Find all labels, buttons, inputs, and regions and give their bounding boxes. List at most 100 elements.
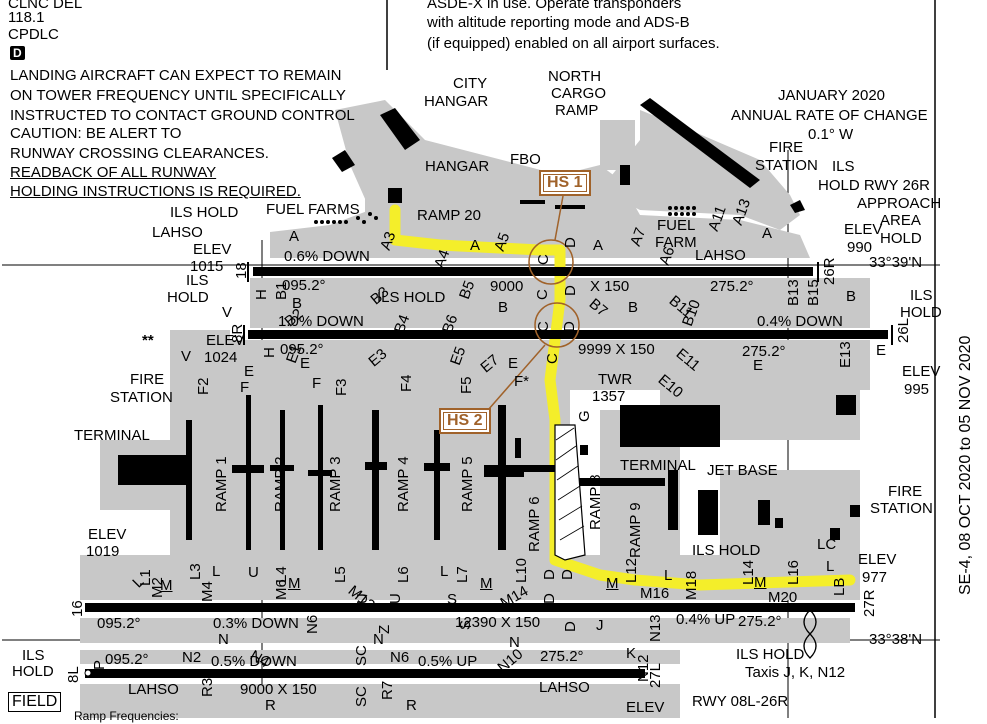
cpdlc-label: CPDLC bbox=[8, 26, 59, 43]
runways bbox=[85, 267, 888, 678]
ils-hold-26r-1: ILS bbox=[832, 158, 855, 175]
taxiway-e-mid: E bbox=[508, 355, 519, 372]
variation-label: ANNUAL RATE OF CHANGE bbox=[731, 107, 928, 124]
taxiway-a-east: A bbox=[593, 237, 604, 254]
taxiway-l6: L6 bbox=[395, 566, 412, 583]
ramp-20-label: RAMP 20 bbox=[417, 207, 481, 224]
elev-977-value: 977 bbox=[862, 569, 888, 586]
taxiway-b-far-east: B bbox=[846, 288, 857, 305]
hot-spot-hs1[interactable]: HS 1 bbox=[539, 170, 591, 196]
taxiway-b-mid: B bbox=[498, 299, 509, 316]
city-hangar-label-1: CITY bbox=[453, 75, 488, 92]
taxiway-d-south4: D bbox=[562, 621, 579, 632]
taxiway-j: J bbox=[596, 617, 604, 634]
hot-spot-hs2[interactable]: HS 2 bbox=[439, 408, 491, 434]
taxiway-n-mid: N bbox=[373, 631, 384, 648]
runway-end-8l: 8L bbox=[65, 666, 82, 683]
ramp-5-label: RAMP 5 bbox=[459, 456, 476, 512]
taxiway-l-mid2: L bbox=[440, 563, 449, 580]
ils-hold-26r-2: HOLD RWY 26R bbox=[818, 177, 930, 194]
ramp-3-label: RAMP 3 bbox=[327, 456, 344, 512]
taxiway-a-west: A bbox=[289, 228, 300, 245]
taxiway-u: U bbox=[387, 593, 404, 604]
heading-275-ss: 275.2° bbox=[540, 648, 584, 665]
runway-lower-gradient-east: 0.4% DOWN bbox=[757, 313, 843, 330]
north-cargo-label-1: NORTH bbox=[548, 68, 602, 85]
elev-1019-label: ELEV bbox=[88, 526, 127, 543]
taxiway-a-mid: A bbox=[470, 237, 481, 254]
taxiway-c-mid: C bbox=[534, 289, 551, 300]
elev-990-label: ELEV bbox=[844, 221, 883, 238]
taxiway-f3: F3 bbox=[333, 378, 350, 396]
taxiway-m-mid1: M bbox=[288, 575, 301, 592]
taxiway-s-upper: S bbox=[447, 591, 458, 608]
latitude-south: 33°38'N bbox=[869, 631, 923, 648]
taxiway-k: K bbox=[626, 645, 637, 662]
runway-s-gradient-east: 0.4% UP bbox=[676, 611, 736, 628]
ramp-frequencies: Ramp Frequencies: bbox=[74, 709, 179, 723]
taxiway-r-west: R bbox=[265, 697, 276, 714]
concourses bbox=[118, 395, 860, 550]
hot-spot-circles bbox=[528, 239, 580, 348]
clearance-delivery-label: CLNC DEL bbox=[8, 0, 83, 12]
taxiway-b15: B15 bbox=[805, 279, 822, 306]
runway-8l-27l bbox=[85, 669, 645, 678]
field-elevation-box: FIELD bbox=[8, 692, 62, 712]
taxiway-u-far-west: U bbox=[248, 564, 259, 581]
fire-station-north-2: STATION bbox=[755, 157, 818, 174]
runway-end-27r: 27R bbox=[861, 589, 878, 617]
taxiway-m4: M4 bbox=[199, 581, 216, 602]
taxiway-l-far-east: L bbox=[826, 558, 835, 575]
taxiway-m-far-east: M bbox=[754, 574, 767, 591]
taxiway-l3: L3 bbox=[187, 563, 204, 580]
tower-label: TWR bbox=[598, 371, 633, 388]
approach-area-hold-2: AREA bbox=[880, 212, 921, 229]
fire-station-north-1: FIRE bbox=[769, 139, 804, 156]
lahso-nw: LAHSO bbox=[152, 224, 203, 241]
runway-s-dims: 12390 X 150 bbox=[455, 614, 541, 631]
notice-line-2: with altitude reporting mode and ADS-B bbox=[427, 14, 690, 31]
runway-end-26l: 26L bbox=[895, 317, 912, 343]
taxiway-e-west2: E bbox=[244, 363, 255, 380]
taxiway-m18: M18 bbox=[683, 570, 700, 600]
runway-ss-dims: 9000 X 150 bbox=[240, 681, 317, 698]
note-line-5: RUNWAY CROSSING CLEARANCES. bbox=[10, 145, 269, 162]
runway-s-gradient: 0.3% DOWN bbox=[213, 615, 299, 632]
taxiway-h-lower: H bbox=[261, 347, 278, 358]
ils-hold-left-1: ILS bbox=[186, 272, 209, 289]
terminal-east: TERMINAL bbox=[620, 457, 696, 474]
taxiway-a-far-east: A bbox=[762, 225, 773, 242]
fuel-farm-label-2: FARM bbox=[655, 234, 697, 251]
taxiway-r-mid: R bbox=[406, 697, 417, 714]
fire-station-west-2: STATION bbox=[110, 389, 173, 406]
taxiway-e-east: E bbox=[753, 357, 764, 374]
taxiway-d-mid: D bbox=[562, 285, 579, 296]
note-line-6: READBACK OF ALL RUNWAY bbox=[10, 164, 217, 181]
double-star-note: ** bbox=[142, 332, 154, 349]
taxiway-n-east: N bbox=[509, 634, 520, 651]
runway-16-27r bbox=[85, 603, 855, 612]
ramp-8-label: RAMP 8 bbox=[587, 474, 604, 530]
elev-1019-value: 1019 bbox=[86, 543, 120, 560]
taxiway-sc-upper: SC bbox=[353, 645, 370, 666]
elev-1015-label: ELEV bbox=[193, 241, 232, 258]
taxiway-l5: L5 bbox=[332, 566, 349, 583]
taxiway-l16: L16 bbox=[785, 559, 802, 585]
runway-upper-width: X 150 bbox=[590, 278, 630, 295]
taxiway-l12: L12 bbox=[623, 557, 640, 583]
runway-info: RWY 08L-26R bbox=[692, 693, 789, 710]
elev-995-label: ELEV bbox=[902, 363, 941, 380]
runway-end-26r: 26R bbox=[821, 257, 838, 285]
ils-hold-left-2: HOLD bbox=[167, 289, 209, 306]
taxiway-c-hs2: C bbox=[535, 321, 552, 332]
highlighted-taxi-route bbox=[389, 204, 856, 591]
note-line-7: HOLDING INSTRUCTIONS IS REQUIRED. bbox=[10, 183, 301, 200]
ils-hold-sw-1: ILS bbox=[22, 647, 45, 664]
notice-line-3: (if equipped) enabled on all airport sur… bbox=[427, 35, 720, 52]
taxiway-c-upper: C bbox=[535, 254, 552, 265]
runway-lower-gradient: 1.0% DOWN bbox=[278, 313, 364, 330]
taxiway-l10: L10 bbox=[513, 557, 530, 583]
taxiway-l7: L7 bbox=[454, 566, 471, 583]
heading-095-s: 095.2° bbox=[97, 615, 141, 632]
